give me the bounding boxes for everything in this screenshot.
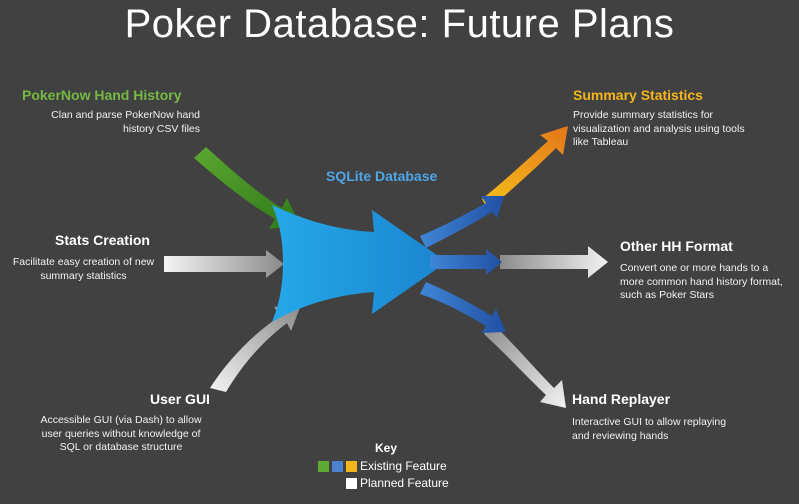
blue-swatch	[332, 460, 343, 472]
green-swatch	[318, 460, 329, 472]
desc-line: visualization and analysis using tools	[573, 122, 745, 135]
other-hh-format-desc: Convert one or more hands to a more comm…	[620, 262, 798, 303]
desc-line: history CSV files	[122, 122, 200, 135]
desc-line: more common hand history format,	[620, 275, 783, 288]
stats-creation-title: Stats Creation	[55, 232, 150, 248]
desc-line: Provide summary statistics for	[573, 109, 714, 121]
output-arrow-blue-middle	[430, 249, 502, 275]
desc-line: SQL or database structure	[59, 441, 183, 453]
desc-line: user queries without knowledge of	[41, 427, 201, 440]
other-hh-format-title: Other HH Format	[620, 238, 733, 254]
key-existing-row: Existing Feature	[318, 459, 447, 473]
key-planned-row: Planned Feature	[346, 476, 449, 490]
output-arrow-blue-bottom	[420, 282, 506, 333]
desc-line: summary statistics	[40, 269, 127, 282]
hand-replayer-desc: Interactive GUI to allow replaying and r…	[572, 416, 772, 443]
output-arrow-other-hh	[500, 246, 608, 278]
user-gui-title: User GUI	[150, 391, 210, 407]
desc-line: Convert one or more hands to a	[620, 262, 769, 274]
output-arrow-blue-top	[420, 196, 504, 248]
pokernow-hand-history-desc: Clan and parse PokerNow hand history CSV…	[40, 109, 200, 136]
output-arrow-summary-stats	[482, 126, 568, 210]
input-arrow-stats	[164, 250, 284, 278]
key-title: Key	[375, 441, 398, 455]
desc-line: Accessible GUI (via Dash) to allow	[40, 414, 202, 426]
desc-line: and reviewing hands	[572, 429, 669, 442]
orange-swatch	[346, 460, 357, 472]
user-gui-desc: Accessible GUI (via Dash) to allow user …	[28, 414, 214, 455]
desc-line: Clan and parse PokerNow hand	[51, 109, 200, 121]
input-arrow-usergui	[210, 305, 301, 392]
desc-line: such as Poker Stars	[620, 289, 714, 301]
desc-line: like Tableau	[573, 136, 629, 148]
key-existing-label: Existing Feature	[360, 459, 447, 473]
desc-line: Facilitate easy creation of new	[12, 256, 155, 268]
hand-replayer-title: Hand Replayer	[572, 391, 671, 407]
pokernow-hand-history-title: PokerNow Hand History	[22, 87, 182, 103]
page-title: Poker Database: Future Plans	[124, 2, 675, 46]
summary-statistics-desc: Provide summary statistics for visualiza…	[573, 109, 788, 150]
sqlite-database-label: SQLite Database	[326, 168, 438, 184]
desc-line: Interactive GUI to allow replaying	[572, 416, 727, 428]
output-arrow-hand-replayer	[484, 323, 566, 408]
white-swatch	[346, 477, 357, 489]
stats-creation-desc: Facilitate easy creation of new summary …	[2, 256, 165, 283]
sqlite-database-arrow	[272, 205, 447, 322]
summary-statistics-title: Summary Statistics	[573, 87, 703, 103]
key-planned-label: Planned Feature	[360, 476, 449, 490]
